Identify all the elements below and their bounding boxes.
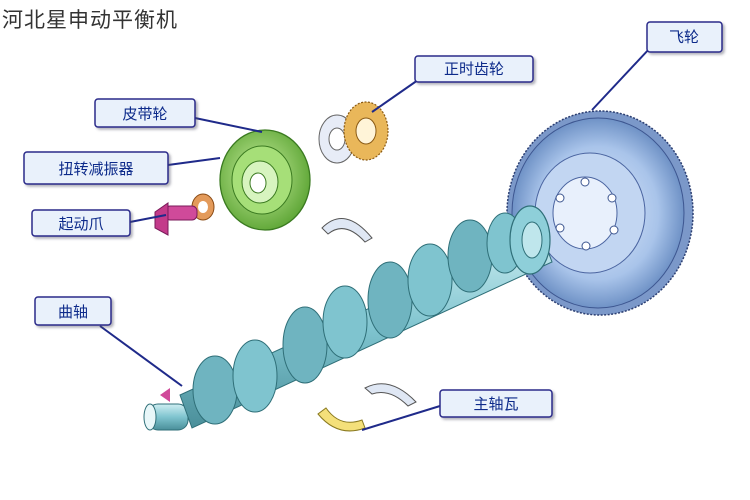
label-main-bearing-text: 主轴瓦 [473, 395, 518, 413]
label-flywheel: 飞轮 [646, 21, 723, 53]
label-pulley-text: 皮带轮 [122, 105, 167, 123]
leader-starter-claw [129, 214, 167, 223]
timing-gear-part [318, 101, 389, 164]
label-flywheel-text: 飞轮 [669, 28, 699, 46]
leader-timing-gear [371, 79, 419, 113]
label-timing-gear-text: 正时齿轮 [444, 60, 504, 78]
crankshaft-part [143, 205, 553, 431]
label-timing-gear: 正时齿轮 [414, 55, 534, 83]
flywheel-part [506, 110, 694, 316]
leader-crankshaft [99, 325, 183, 387]
watermark: 河北星申动平衡机 [2, 8, 178, 32]
leader-damper [167, 157, 221, 166]
leader-lines [99, 47, 651, 431]
label-crankshaft-text: 曲轴 [58, 303, 88, 321]
pulley-damper-part [219, 129, 311, 231]
label-starter-claw-text: 起动爪 [58, 215, 103, 233]
leader-main-bearing [361, 405, 441, 431]
leader-flywheel [591, 47, 651, 111]
bearing-shells [317, 218, 417, 432]
label-starter-claw: 起动爪 [31, 209, 131, 237]
label-damper: 扭转减振器 [23, 151, 169, 185]
label-damper-text: 扭转减振器 [58, 160, 133, 178]
label-pulley: 皮带轮 [94, 98, 196, 128]
leader-pulley [194, 117, 263, 133]
label-crankshaft: 曲轴 [34, 296, 112, 326]
starter-claw-part [154, 193, 215, 236]
label-main-bearing: 主轴瓦 [439, 389, 553, 418]
